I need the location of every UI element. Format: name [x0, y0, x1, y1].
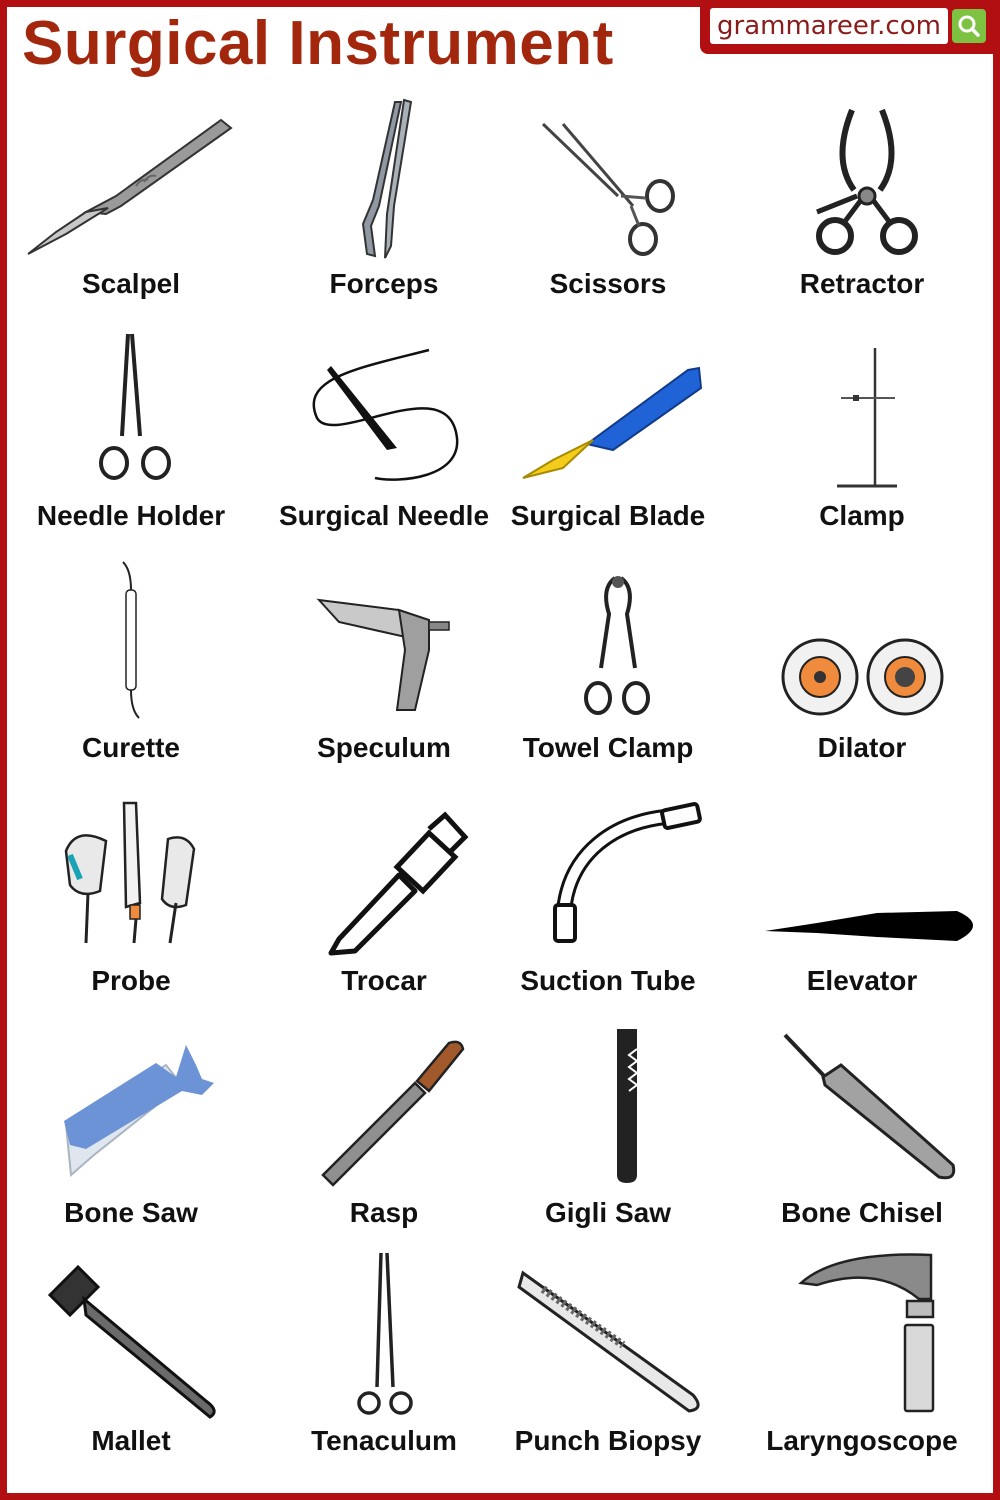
retractor-icon [816, 108, 918, 255]
tenaculum-icon [357, 1252, 413, 1415]
instrument-label: Tenaculum [311, 1425, 457, 1456]
mallet-icon [47, 1264, 216, 1419]
instrument-label: Dilator [817, 732, 907, 763]
forceps-icon [361, 98, 413, 259]
instrument-label: Elevator [806, 965, 918, 996]
instrument-card: Dilator [737, 560, 987, 790]
instrument-card: Probe [6, 793, 256, 1023]
scalpel-icon [27, 118, 233, 255]
instrument-card: Curette [6, 560, 256, 790]
instrument-card: Retractor [737, 96, 987, 326]
dilator-icon [781, 638, 944, 716]
instrument-label: Scissors [549, 268, 667, 299]
site-name[interactable]: grammareer.com [710, 8, 948, 44]
instrument-label: Bone Saw [64, 1197, 198, 1228]
instrument-label: Scalpel [81, 268, 181, 299]
instrument-card: Laryngoscope [737, 1253, 987, 1483]
search-icon [958, 15, 980, 37]
instrument-label: Surgical Needle [278, 500, 490, 531]
bone-saw-icon [64, 1045, 214, 1178]
instrument-card: Speculum [259, 560, 509, 790]
brand-badge: grammareer.com [700, 0, 1000, 54]
instrument-label: Trocar [341, 965, 427, 996]
laryngoscope-icon [798, 1253, 935, 1413]
instrument-label: Speculum [317, 732, 451, 763]
instrument-card: Elevator [737, 793, 987, 1023]
instrument-card: Surgical Blade [483, 328, 733, 558]
instrument-card: Tenaculum [259, 1252, 509, 1483]
instrument-label: Punch Biopsy [514, 1425, 702, 1456]
instrument-card: Mallet [6, 1253, 256, 1483]
instrument-card: Surgical Needle [259, 328, 509, 558]
instrument-card: Scissors [483, 96, 733, 326]
instrument-card: Trocar [259, 793, 509, 1023]
suction-tube-icon [553, 802, 702, 943]
needle-holder-icon [99, 333, 171, 480]
instrument-card: Punch Biopsy [483, 1253, 733, 1483]
instrument-card: Clamp [737, 328, 987, 558]
instrument-card: Gigli Saw [483, 1025, 733, 1255]
page-title: Surgical Instrument [22, 9, 614, 78]
punch-biopsy-icon [517, 1270, 700, 1413]
instrument-card: Towel Clamp [483, 560, 733, 790]
towel-clamp-icon [584, 576, 650, 715]
instrument-label: Mallet [91, 1425, 171, 1456]
instrument-label: Towel Clamp [522, 732, 694, 763]
elevator-icon [765, 911, 973, 941]
rasp-icon [321, 1040, 465, 1187]
bone-chisel-icon [783, 1033, 956, 1180]
instrument-label: Gigli Saw [544, 1197, 672, 1228]
instrument-card: Scalpel [6, 96, 256, 326]
speculum-icon [316, 598, 450, 711]
scissors-icon [541, 122, 675, 256]
instrument-label: Bone Chisel [781, 1197, 943, 1228]
instrument-label: Suction Tube [520, 965, 696, 996]
instrument-label: Surgical Blade [510, 500, 706, 531]
instrument-label: Clamp [819, 500, 905, 531]
instrument-label: Retractor [799, 268, 925, 299]
instrument-label: Curette [81, 732, 180, 763]
instrument-card: Rasp [259, 1025, 509, 1255]
probe-icon [64, 801, 196, 944]
instrument-label: Laryngoscope [766, 1425, 958, 1456]
clamp-icon [837, 348, 897, 488]
instrument-card: Forceps [259, 96, 509, 326]
instrument-label: Forceps [329, 268, 439, 299]
instrument-card: Bone Chisel [737, 1025, 987, 1255]
instrument-card: Bone Saw [6, 1025, 256, 1255]
curette-icon [122, 561, 140, 719]
gigli-saw-icon [617, 1029, 639, 1183]
instrument-label: Rasp [349, 1197, 419, 1228]
instrument-card: Needle Holder [6, 328, 256, 558]
search-button[interactable] [952, 9, 986, 43]
instrument-label: Needle Holder [36, 500, 226, 531]
surgical-blade-icon [522, 366, 703, 479]
trocar-icon [328, 811, 469, 956]
instrument-label: Probe [91, 965, 171, 996]
surgical-needle-icon [312, 348, 459, 481]
instrument-card: Suction Tube [483, 793, 733, 1023]
